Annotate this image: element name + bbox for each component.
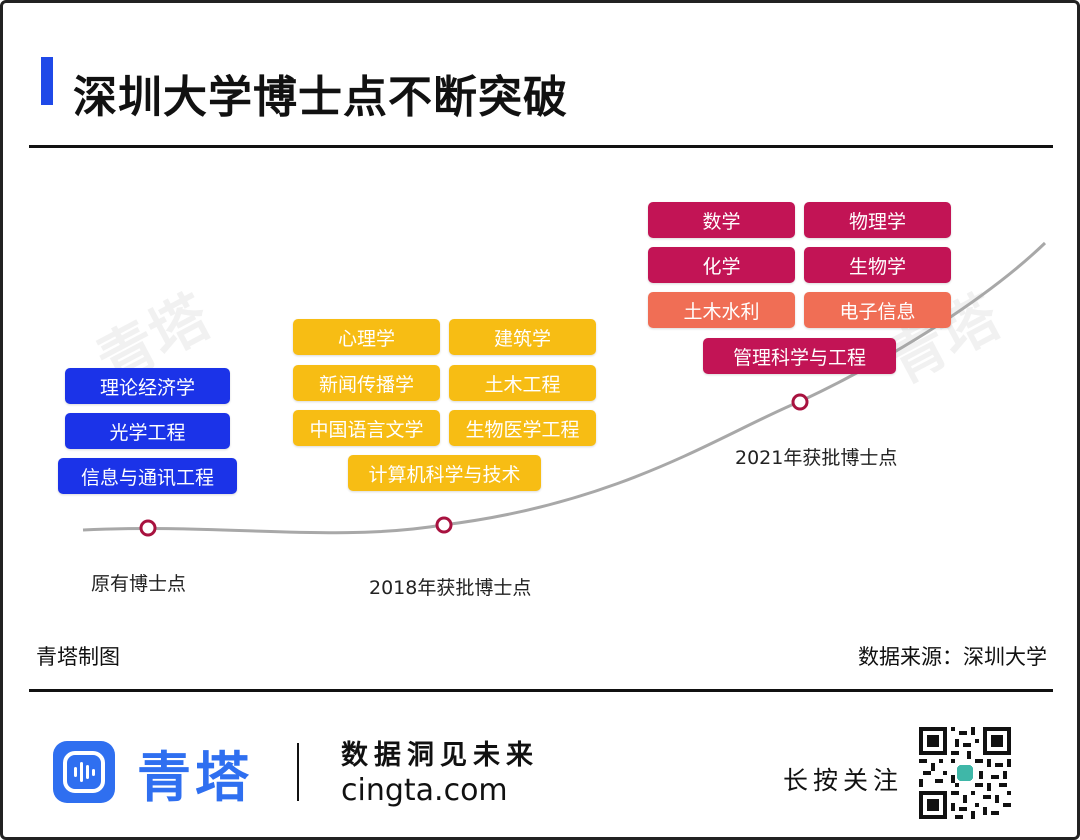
program-pill: 理论经济学 [65, 368, 230, 404]
program-pill: 新闻传播学 [293, 365, 440, 401]
follow-prompt: 长按关注 [783, 766, 904, 795]
program-pill: 土木工程 [449, 365, 596, 401]
program-pill: 电子信息 [804, 292, 951, 328]
program-pill: 建筑学 [449, 319, 596, 355]
stage-label-2021: 2021年获批博士点 [735, 447, 898, 469]
curve-line [82, 241, 1047, 535]
brand-website[interactable]: cingta.com [341, 773, 508, 808]
program-pill: 中国语言文学 [293, 410, 440, 446]
bottom-rule [29, 689, 1053, 692]
program-pill: 化学 [648, 247, 795, 283]
chart-credit: 青塔制图 [36, 645, 120, 669]
footer-divider [297, 743, 299, 801]
stage-marker-2021 [791, 393, 809, 411]
qr-code-icon[interactable] [919, 727, 1011, 819]
top-rule [29, 145, 1053, 148]
program-pill: 信息与通讯工程 [58, 458, 237, 494]
title-accent-bar [41, 57, 53, 105]
stage-label-2018: 2018年获批博士点 [369, 577, 532, 599]
stage-label-original: 原有博士点 [91, 573, 187, 595]
program-pill: 管理科学与工程 [703, 338, 896, 374]
program-pill: 心理学 [293, 319, 440, 355]
program-pill: 生物学 [804, 247, 951, 283]
program-pill: 土木水利 [648, 292, 795, 328]
program-pill: 光学工程 [65, 413, 230, 449]
waveform-icon [53, 741, 115, 803]
stage-marker-original [139, 519, 157, 537]
growth-curve [82, 241, 1047, 537]
program-pill: 生物医学工程 [449, 410, 596, 446]
brand-logo-text: 青塔 [137, 746, 253, 809]
program-pill: 物理学 [804, 202, 951, 238]
program-pill: 计算机科学与技术 [348, 455, 541, 491]
brand-slogan: 数据洞见未来 [341, 740, 539, 771]
data-source: 数据来源：深圳大学 [858, 645, 1047, 669]
stage-marker-2018 [435, 516, 453, 534]
page-title: 深圳大学博士点不断突破 [73, 72, 568, 123]
program-pill: 数学 [648, 202, 795, 238]
